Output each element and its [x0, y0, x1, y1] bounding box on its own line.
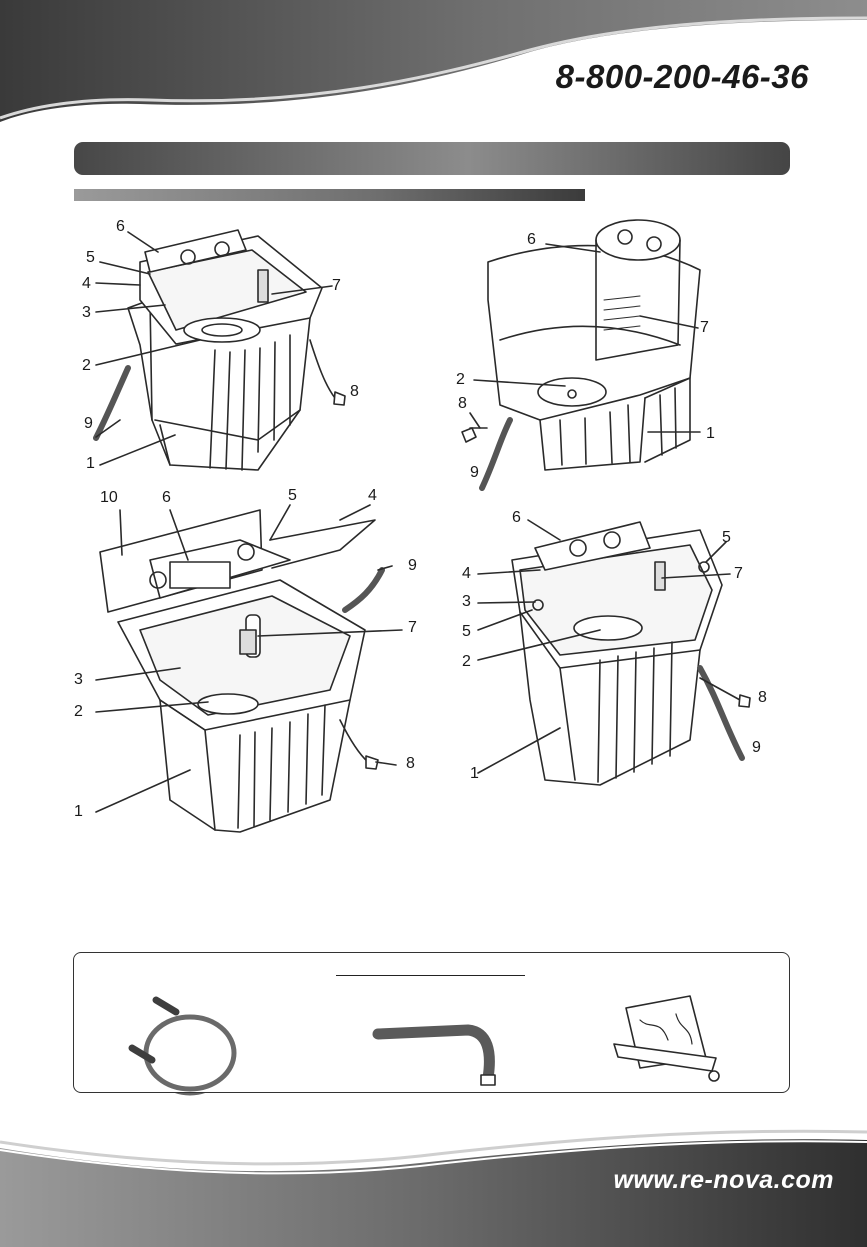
- callout-7: 7: [332, 277, 341, 294]
- callout-1: 1: [74, 803, 83, 820]
- subtitle-bar: [74, 189, 585, 201]
- washer-bottom-right: [477, 519, 751, 786]
- callout-8: 8: [406, 755, 415, 772]
- callout-4: 4: [368, 487, 377, 504]
- callout-7: 7: [700, 319, 709, 336]
- callout-1: 1: [706, 425, 715, 442]
- callout-7: 7: [734, 565, 743, 582]
- callout-2: 2: [82, 357, 91, 374]
- washer-top-right: [461, 219, 701, 491]
- phone-number: 8-800-200-46-36: [555, 58, 809, 95]
- footer-band: [0, 1129, 867, 1247]
- callout-1: 1: [86, 455, 95, 472]
- callout-9: 9: [408, 557, 417, 574]
- callout-4: 4: [462, 565, 471, 582]
- drain-hose-icon: [372, 1024, 495, 1084]
- website-url[interactable]: www.re-nova.com: [613, 1166, 834, 1194]
- washer-bottom-left: [95, 504, 403, 833]
- callout-8: 8: [458, 395, 467, 412]
- callout-3: 3: [74, 671, 83, 688]
- callout-2: 2: [462, 653, 471, 670]
- callout-5: 5: [722, 529, 731, 546]
- callout-6: 6: [512, 509, 521, 526]
- callout-1: 1: [470, 765, 479, 782]
- callout-5: 5: [288, 487, 297, 504]
- callout-5: 5: [86, 249, 95, 266]
- callout-6: 6: [527, 231, 536, 248]
- callout-6: 6: [116, 218, 125, 235]
- callout-9: 9: [470, 464, 479, 481]
- callout-3: 3: [462, 593, 471, 610]
- callout-6: 6: [162, 489, 171, 506]
- washer-top-left: [93, 229, 346, 471]
- callout-3: 3: [82, 304, 91, 321]
- accessories-heading-line: [336, 975, 525, 976]
- title-bar: [74, 142, 790, 175]
- callout-2: 2: [74, 703, 83, 720]
- callout-2: 2: [456, 371, 465, 388]
- callout-9: 9: [752, 739, 761, 756]
- callout-4: 4: [82, 275, 91, 292]
- inlet-hose-icon: [143, 1014, 237, 1092]
- header-band: [0, 0, 867, 127]
- callout-9: 9: [84, 415, 93, 432]
- callout-7: 7: [408, 619, 417, 636]
- callout-8: 8: [758, 689, 767, 706]
- callout-5: 5: [462, 623, 471, 640]
- callout-10: 10: [100, 489, 118, 506]
- callout-8: 8: [350, 383, 359, 400]
